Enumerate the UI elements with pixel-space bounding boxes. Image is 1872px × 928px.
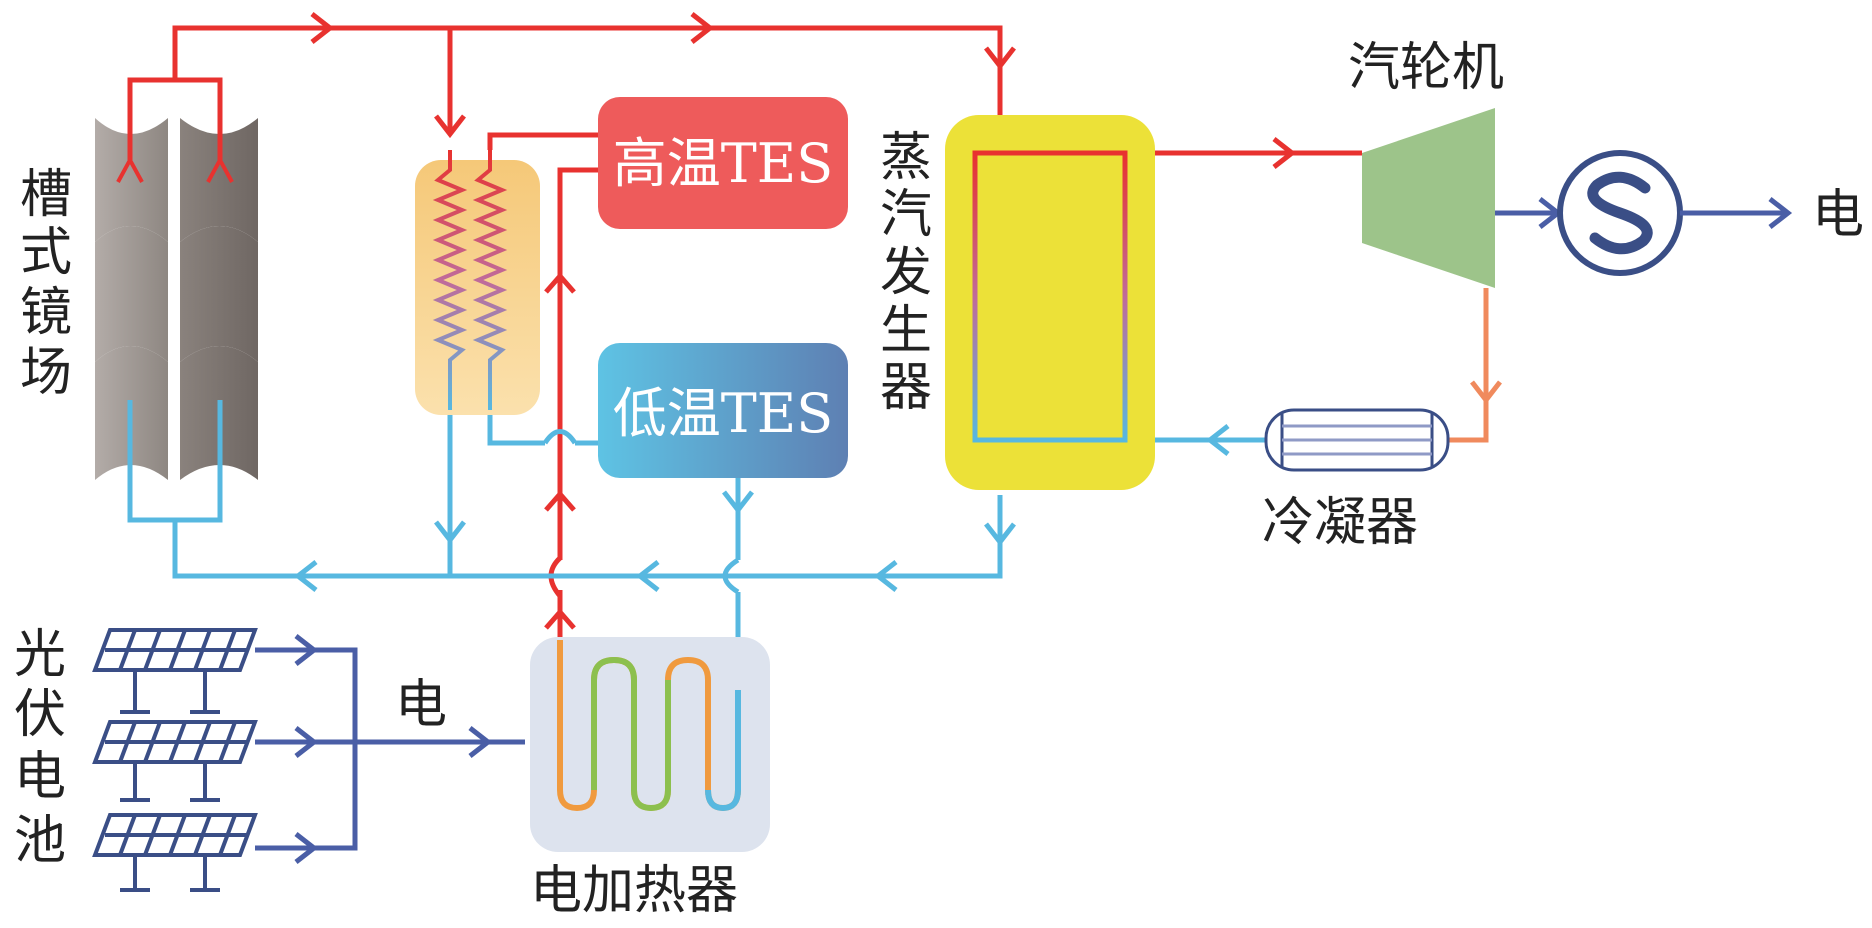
svg-text:器: 器 xyxy=(880,358,932,418)
high-temp-tes-label: 高温TES xyxy=(613,132,833,195)
pv-electricity-label: 电 xyxy=(395,675,447,735)
steam-generator-label: 蒸 汽 发 生 器 xyxy=(880,128,932,418)
condenser-icon xyxy=(1264,408,1450,472)
svg-text:电: 电 xyxy=(14,747,66,807)
svg-text:蒸: 蒸 xyxy=(880,128,932,188)
svg-text:场: 场 xyxy=(20,343,72,403)
cold-line-crossover-1 xyxy=(542,429,578,445)
solar-panel-icon xyxy=(92,720,258,802)
electric-output-arrow xyxy=(1768,197,1793,229)
cold-line-crossover-2 xyxy=(722,557,740,595)
svg-text:光: 光 xyxy=(14,625,66,685)
low-temp-tes: 低温TES xyxy=(598,343,848,478)
trough-mirror-field xyxy=(95,118,258,520)
low-temp-tes-label: 低温TES xyxy=(613,382,833,445)
pv-cells-label: 光 伏 电 池 xyxy=(14,625,66,871)
solar-panel-icon xyxy=(92,628,258,714)
steam-turbine xyxy=(1362,108,1495,288)
heat-exchanger xyxy=(415,150,540,415)
svg-text:式: 式 xyxy=(20,223,72,283)
svg-text:汽: 汽 xyxy=(880,185,932,245)
hx-coil-left xyxy=(432,150,468,410)
hx-coil-right xyxy=(472,150,508,410)
exhaust-line xyxy=(1448,288,1489,443)
exhaust-arrow xyxy=(1470,380,1502,405)
turbine-label: 汽轮机 xyxy=(1348,38,1504,98)
svg-text:槽: 槽 xyxy=(20,165,72,225)
electricity-output-label: 电 xyxy=(1812,185,1864,245)
svg-text:伏: 伏 xyxy=(14,685,66,745)
hot-flow-arrows xyxy=(310,12,1297,630)
svg-text:生: 生 xyxy=(880,301,932,361)
high-temp-tes: 高温TES xyxy=(598,97,848,229)
pv-electric-lines xyxy=(255,634,525,864)
electric-heater xyxy=(530,637,770,852)
pv-array xyxy=(92,628,258,892)
condenser-label: 冷凝器 xyxy=(1262,493,1418,553)
svg-text:池: 池 xyxy=(14,811,66,871)
electric-heater-label: 电加热器 xyxy=(530,861,738,921)
steam-generator xyxy=(945,115,1155,490)
generator-icon xyxy=(1557,150,1683,276)
solar-panel-icon xyxy=(92,813,258,892)
trough-field-label: 槽 式 镜 场 xyxy=(20,165,72,403)
svg-text:镜: 镜 xyxy=(20,283,72,343)
svg-text:发: 发 xyxy=(880,243,932,303)
